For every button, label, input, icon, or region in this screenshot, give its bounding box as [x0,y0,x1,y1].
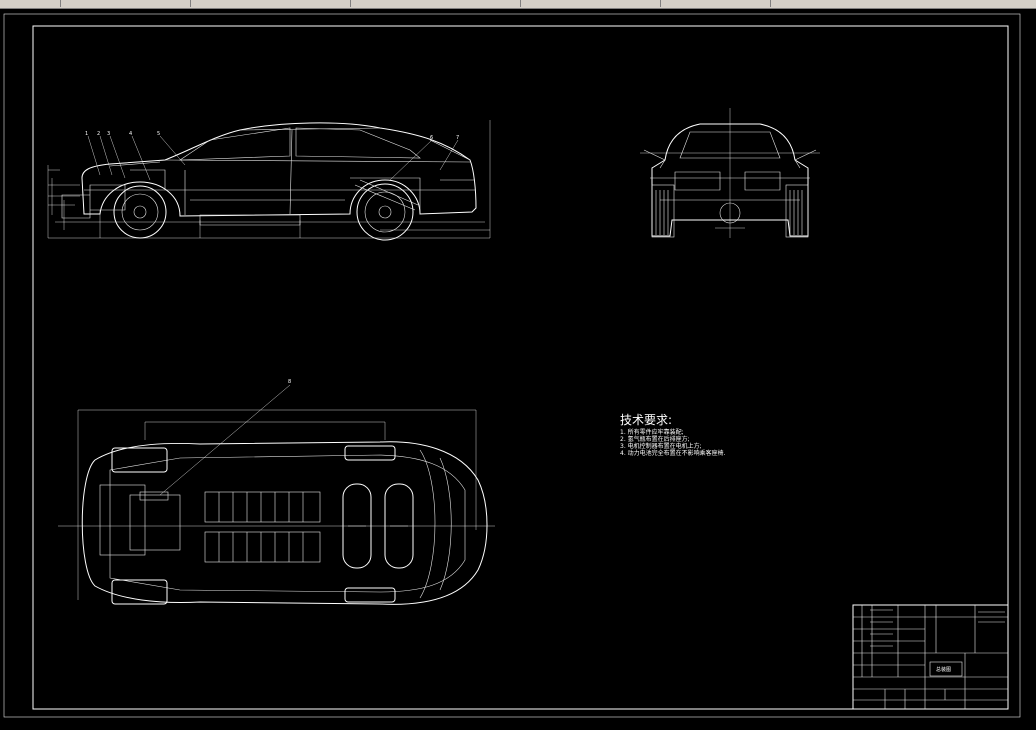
toolbar-segment[interactable] [60,0,191,7]
plan-view-car [58,384,495,605]
toolbar-segment[interactable] [520,0,661,7]
cad-drawing-sheet[interactable]: 1 2 3 4 5 6 7 [0,8,1036,730]
balloon-3: 3 [107,131,110,137]
balloon-1: 1 [85,131,88,137]
balloon-5: 5 [157,131,160,137]
inner-frame [32,25,1009,710]
toolbar-segment[interactable] [190,0,351,7]
balloon-8: 8 [288,379,291,385]
technical-requirement-item: 4. 动力电池完全布置在不影响乘客座椅. [620,450,726,457]
title-block-drawing-name: 总装图 [936,666,951,673]
title-block: 总装图 [852,604,1009,710]
side-view-balloons: 1 2 3 4 5 6 7 [85,131,459,141]
drawing-canvas: 1 2 3 4 5 6 7 [3,13,1021,718]
toolbar-segment[interactable] [0,0,61,7]
technical-requirement-item: 3. 电机控制器布置在电机上方; [620,443,702,450]
technical-requirements-title: 技术要求: [620,413,673,427]
balloon-6: 6 [430,135,433,141]
balloon-4: 4 [129,131,132,137]
technical-requirements: 技术要求: 1. 所有零件应牢靠装配; 2. 氢气瓶布置在后排座方; 3. 电机… [620,413,726,457]
plan-view-balloons: 8 [288,379,291,385]
front-view-car [640,108,820,238]
toolbar-segment[interactable] [350,0,521,7]
outer-frame [3,13,1021,718]
window-toolbar-strip [0,0,1036,9]
balloon-7: 7 [456,135,459,141]
toolbar-segment[interactable] [660,0,771,7]
technical-requirement-item: 1. 所有零件应牢靠装配; [620,429,684,436]
technical-requirement-item: 2. 氢气瓶布置在后排座方; [620,436,690,443]
side-view-car [47,120,491,241]
balloon-2: 2 [97,131,100,137]
